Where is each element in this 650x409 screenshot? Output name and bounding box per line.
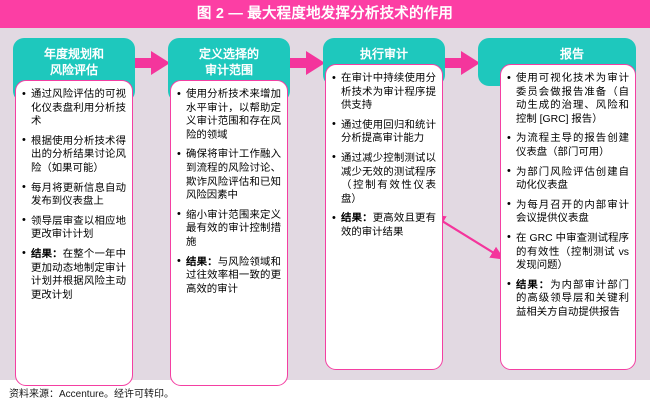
result-label: 结果： [186, 256, 218, 268]
figure-title: 图 2 — 最大程度地发挥分析技术的作用 [196, 5, 454, 22]
list-item-result: 结果：为内部审计部门的高级领导层和关键利益相关方自动提供报告 [507, 278, 629, 320]
list-item: 根据使用分析技术得出的分析结果讨论风险（如果可能） [22, 134, 126, 176]
list-item: 在 GRC 中审查测试程序的有效性（控制测试 vs 发现问题） [507, 231, 629, 273]
list-item-result: 结果：与风险领域和过往效率相一致的更高效的审计 [177, 255, 282, 297]
stage-header-line-1: 报告 [559, 47, 584, 61]
bullet-text: 领导层审查以相应地更改审计计划 [31, 215, 126, 241]
list-item: 通过使用回归和统计分析提高审计能力 [332, 118, 436, 146]
bullet-text: 在审计中持续使用分析技术为审计程序提供支持 [341, 73, 436, 112]
list-item: 为流程主导的报告创建仪表盘（部门可用） [507, 132, 629, 159]
list-item: 使用可视化技术为审计委员会做报告准备（自动生成的治理、风险和控制 [GRC] 报… [507, 71, 629, 126]
bullet-text: 使用可视化技术为审计委员会做报告准备（自动生成的治理、风险和控制 [GRC] 报… [516, 73, 629, 125]
list-item: 为部门风险评估创建自动化仪表盘 [507, 165, 629, 193]
bullet-text: 在整个一年中更加动态地制定审计计划并根据风险主动更改计划 [31, 248, 127, 301]
stage-body-annual-planning: 通过风险评估的可视化仪表盘利用分析技术 根据使用分析技术得出的分析结果讨论风险（… [15, 80, 133, 386]
source-note: 资料来源：Accenture。经许可转印。 [9, 388, 175, 400]
flow-arrow-right-icon [131, 50, 171, 76]
bullet-list-reporting: 使用可视化技术为审计委员会做报告准备（自动生成的治理、风险和控制 [GRC] 报… [507, 71, 629, 320]
stage-header-line-1: 定义选择的 [198, 47, 259, 61]
flow-arrow-right-icon [286, 50, 326, 76]
bullet-text: 为内部审计部门的高级领导层和关键利益相关方自动提供报告 [516, 279, 629, 318]
stage-reporting: 报告 使用可视化技术为审计委员会做报告准备（自动生成的治理、风险和控制 [GRC… [478, 38, 636, 370]
bullet-text: 缩小审计范围来定义最有效的审计控制措施 [186, 209, 281, 248]
stage-body-perform-audit: 在审计中持续使用分析技术为审计程序提供支持 通过使用回归和统计分析提高审计能力 … [325, 64, 443, 370]
stage-define-scope: 定义选择的 审计范围 使用分析技术来增加水平审计，以帮助定义审计范围和存在风险的… [168, 38, 290, 386]
bullet-text: 为流程主导的报告创建仪表盘（部门可用） [516, 133, 629, 158]
stage-header-line-2: 风险评估 [49, 63, 98, 77]
bullet-list-perform-audit: 在审计中持续使用分析技术为审计程序提供支持 通过使用回归和统计分析提高审计能力 … [332, 72, 436, 240]
list-item: 为每月召开的内部审计会议提供仪表盘 [507, 198, 629, 226]
bullet-text: 通过使用回归和统计分析提高审计能力 [341, 119, 436, 145]
list-item: 缩小审计范围来定义最有效的审计控制措施 [177, 208, 281, 250]
bullet-text: 根据使用分析技术得出的分析结果讨论风险（如果可能） [31, 135, 126, 174]
bullet-text: 通过风险评估的可视化仪表盘利用分析技术 [31, 89, 126, 128]
stage-perform-audit: 执行审计 在审计中持续使用分析技术为审计程序提供支持 通过使用回归和统计分析提高… [323, 38, 445, 370]
bullet-text: 更高效且更有效的审计结果 [341, 213, 437, 238]
list-item-result: 结果：在整个一年中更加动态地制定审计计划并根据风险主动更改计划 [22, 247, 127, 302]
bullet-text: 每月将更新信息自动发布到仪表盘上 [31, 182, 126, 208]
bullet-list-annual-planning: 通过风险评估的可视化仪表盘利用分析技术 根据使用分析技术得出的分析结果讨论风险（… [22, 88, 126, 302]
bullet-list-define-scope: 使用分析技术来增加水平审计，以帮助定义审计范围和存在风险的领域 确保将审计工作融… [177, 87, 282, 297]
stage-header-line-2: 审计范围 [204, 63, 253, 77]
flow-arrow-right-icon [441, 50, 481, 76]
list-item: 使用分析技术来增加水平审计，以帮助定义审计范围和存在风险的领域 [177, 87, 281, 142]
list-item: 通过风险评估的可视化仪表盘利用分析技术 [22, 88, 126, 129]
result-label: 结果： [341, 213, 373, 225]
stage-annual-planning: 年度规划和 风险评估 通过风险评估的可视化仪表盘利用分析技术 根据使用分析技术得… [13, 38, 135, 386]
list-item: 通过减少控制测试以减少无效的测试程序（控制有效性仪表盘） [332, 151, 436, 206]
stage-header-line-1: 年度规划和 [43, 47, 104, 61]
result-label: 结果： [31, 248, 63, 260]
bullet-text: 使用分析技术来增加水平审计，以帮助定义审计范围和存在风险的领域 [186, 89, 281, 141]
diagram-canvas: 年度规划和 风险评估 通过风险评估的可视化仪表盘利用分析技术 根据使用分析技术得… [0, 28, 650, 386]
list-item: 在审计中持续使用分析技术为审计程序提供支持 [332, 72, 436, 113]
figure-title-bar: 图 2 — 最大程度地发挥分析技术的作用 [0, 0, 650, 28]
bullet-text: 确保将审计工作融入到流程的风险讨论、欺诈风险评估和已知风险因素中 [186, 149, 281, 202]
bullet-text: 在 GRC 中审查测试程序的有效性（控制测试 vs 发现问题） [516, 232, 629, 272]
result-label: 结果： [516, 279, 551, 291]
stage-header-line-1: 执行审计 [359, 47, 408, 61]
bullet-text: 为每月召开的内部审计会议提供仪表盘 [516, 199, 629, 225]
bullet-text: 通过减少控制测试以减少无效的测试程序（控制有效性仪表盘） [341, 152, 436, 205]
list-item: 确保将审计工作融入到流程的风险讨论、欺诈风险评估和已知风险因素中 [177, 148, 281, 202]
list-item: 领导层审查以相应地更改审计计划 [22, 214, 126, 242]
stage-body-reporting: 使用可视化技术为审计委员会做报告准备（自动生成的治理、风险和控制 [GRC] 报… [500, 64, 636, 370]
bullet-text: 为部门风险评估创建自动化仪表盘 [516, 166, 629, 192]
stage-body-define-scope: 使用分析技术来增加水平审计，以帮助定义审计范围和存在风险的领域 确保将审计工作融… [170, 80, 288, 386]
bullet-text: 与风险领域和过往效率相一致的更高效的审计 [186, 256, 282, 295]
list-item: 每月将更新信息自动发布到仪表盘上 [22, 181, 126, 209]
list-item-result: 结果：更高效且更有效的审计结果 [332, 212, 436, 239]
